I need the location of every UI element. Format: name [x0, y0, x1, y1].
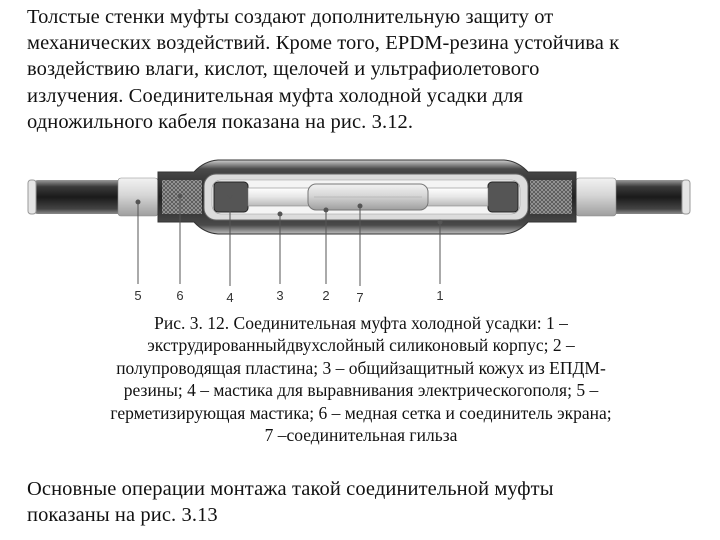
callout-leaders — [135, 193, 443, 286]
caption-line: 7 –соединительная гильза — [264, 425, 458, 446]
callout-4: 4 — [226, 290, 233, 305]
callout-5: 5 — [134, 288, 141, 303]
copper-mesh-right — [530, 180, 572, 214]
caption-line: Рис. 3. 12. Соединительная муфта холодно… — [154, 313, 568, 333]
outro-line: показаны на рис. 3.13 — [27, 504, 218, 527]
caption-line: экструдированныйдвухслойный силиконовый … — [147, 335, 575, 356]
figure-caption: Рис. 3. 12. Соединительная муфта холодно… — [40, 312, 682, 446]
intro-line: одножильного кабеля показана на рис. 3.1… — [27, 110, 414, 133]
sealing-mastic-right — [575, 177, 617, 217]
stress-control-mastic-right — [487, 181, 519, 213]
callout-1: 1 — [436, 288, 443, 303]
intro-line: Толстые стенки муфты создают дополнитель… — [27, 6, 554, 28]
caption-line: герметизирующая мастика; 6 – медная сетк… — [110, 402, 612, 423]
cold-shrink-joint-figure: 5 6 4 3 2 7 1 — [27, 159, 691, 305]
intro-line: воздействию влаги, кислот, щелочей и уль… — [27, 58, 540, 81]
callout-2: 2 — [322, 288, 329, 303]
callout-7: 7 — [356, 290, 363, 305]
outro-line: Основные операции монтажа такой соединит… — [27, 478, 554, 500]
intro-line: излучения. Соединительная муфта холодной… — [27, 84, 524, 107]
intro-paragraph: Толстые стенки муфты создают дополнитель… — [27, 4, 717, 135]
caption-line: резины; 4 – мастика для выравнивания эле… — [123, 380, 599, 401]
callout-3: 3 — [276, 288, 283, 303]
caption-line: полупроводящая пластина; 3 – общийзащитн… — [116, 357, 606, 378]
outro-paragraph: Основные операции монтажа такой соединит… — [27, 476, 717, 528]
callout-6: 6 — [176, 288, 183, 303]
intro-line: механических воздействий. Кроме того, EP… — [27, 32, 620, 55]
